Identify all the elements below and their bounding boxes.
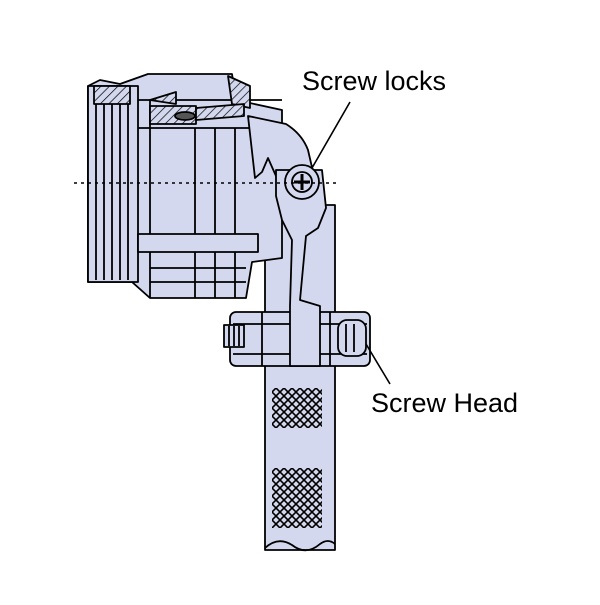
locking-arm xyxy=(247,115,327,367)
cable-braid-lower xyxy=(272,468,322,528)
screw-locks-label: Screw locks xyxy=(302,66,447,96)
cable-braid-upper xyxy=(272,388,322,428)
screw-head xyxy=(337,319,367,357)
connector-body xyxy=(87,73,283,299)
screw-locks-leader xyxy=(311,101,351,169)
screw-head-leader xyxy=(365,343,391,385)
screw-head-label: Screw Head xyxy=(371,388,519,418)
